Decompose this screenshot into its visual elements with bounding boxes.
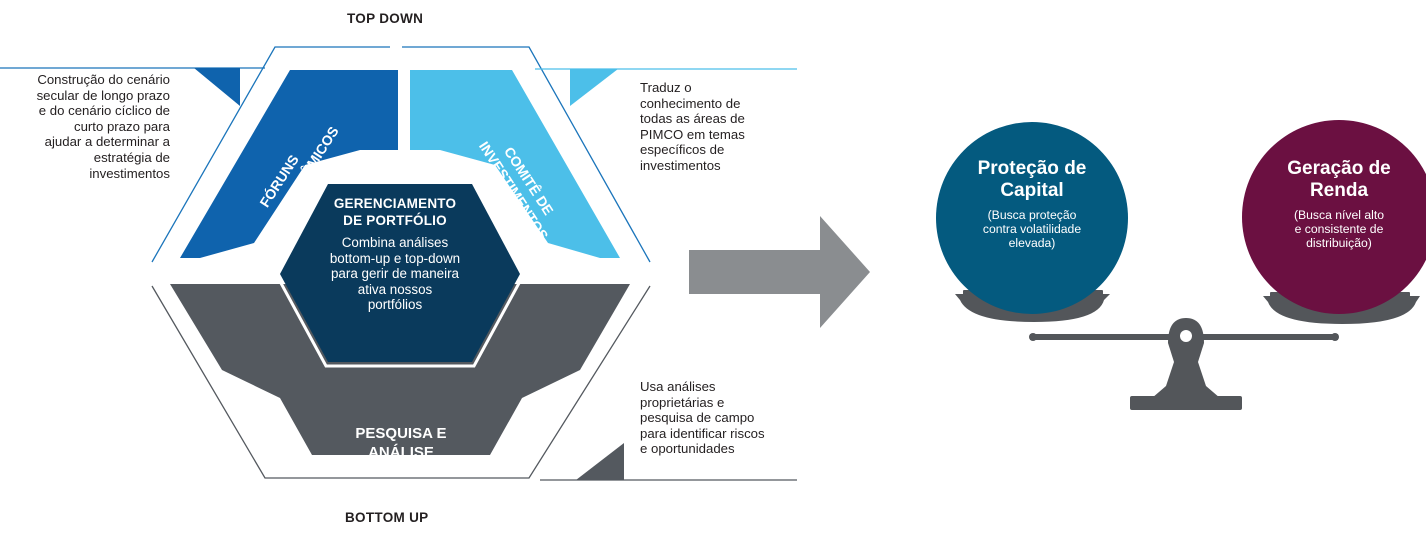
research-label-line2: ANÁLISE xyxy=(368,444,434,461)
income-generation-title: Geração de Renda xyxy=(1259,158,1419,202)
annotation-line: pesquisa de campo xyxy=(640,410,755,426)
capital-protection-text: Proteção de Capital (Busca proteção cont… xyxy=(952,158,1112,251)
annotation-line: ajudar a determinar a xyxy=(44,134,170,150)
center-hexagon-border xyxy=(274,178,526,368)
ball-sub-line: elevada) xyxy=(1008,236,1056,251)
annotation-line: Traduz o xyxy=(640,80,692,95)
hexagon-outline xyxy=(151,46,651,479)
left-bracket xyxy=(0,67,265,106)
annotation-line: conhecimento de xyxy=(640,95,741,111)
ball-title-line: Proteção de xyxy=(977,158,1087,179)
capital-protection-subtitle: (Busca proteção contra volatilidade elev… xyxy=(952,208,1112,251)
annotation-line: secular de longo prazo xyxy=(36,87,170,103)
center-content: GERENCIAMENTO DE PORTFÓLIO Combina análi… xyxy=(310,196,480,313)
center-title-line: DE PORTFÓLIO xyxy=(343,212,447,228)
top-down-label: TOP DOWN xyxy=(347,11,424,26)
research-label-line1: PESQUISA E xyxy=(355,425,446,442)
ball-sub-line: distribuição) xyxy=(1306,236,1372,251)
center-body-line: Combina análises xyxy=(341,235,449,250)
ball-sub-line: (Busca proteção xyxy=(987,208,1077,222)
macro-forums-segment xyxy=(180,70,398,258)
research-segment xyxy=(170,284,630,455)
research-notch xyxy=(384,380,416,398)
annotation-line: PIMCO em temas xyxy=(640,126,745,142)
annotation-line: investimentos xyxy=(89,165,170,181)
left-annotation: Construção do cenário secular de longo p… xyxy=(37,72,170,181)
center-body-line: para gerir de maneira xyxy=(330,266,460,282)
investment-committee-segment xyxy=(410,70,620,258)
income-generation-subtitle: (Busca nível alto e consistente de distr… xyxy=(1259,208,1419,251)
annotation-line: todas as áreas de xyxy=(640,111,745,127)
annotation-line: curto prazo para xyxy=(73,118,170,134)
scale-base xyxy=(1130,396,1242,410)
right-bottom-bracket xyxy=(540,443,797,481)
capital-protection-ball xyxy=(936,122,1128,314)
ball-sub-line: contra volatilidade xyxy=(982,222,1082,237)
right-arrow xyxy=(689,216,870,328)
income-generation-text: Geração de Renda (Busca nível alto e con… xyxy=(1259,158,1419,251)
right-bottom-annotation: Usa análises proprietárias e pesquisa de… xyxy=(640,379,765,457)
annotation-line: e oportunidades xyxy=(640,441,735,457)
annotation-line: Construção do cenário xyxy=(37,72,170,87)
capital-protection-title: Proteção de Capital xyxy=(952,158,1112,202)
ball-title-line: Capital xyxy=(1000,180,1064,201)
center-body: Combina análises bottom-up e top-down pa… xyxy=(310,235,480,313)
center-body-line: bottom-up e top-down xyxy=(329,250,461,266)
ball-title-line: Geração de xyxy=(1287,158,1391,179)
annotation-line: Usa análises xyxy=(640,379,716,394)
annotation-line: investimentos xyxy=(640,157,721,173)
right-top-bracket xyxy=(535,68,797,106)
center-body-line: portfólios xyxy=(367,297,423,313)
right-top-annotation: Traduz o conhecimento de todas as áreas … xyxy=(640,80,745,174)
ball-title-line: Renda xyxy=(1309,180,1369,201)
center-body-line: ativa nossos xyxy=(357,281,433,297)
annotation-line: específicos de xyxy=(640,142,725,158)
center-title-line: GERENCIAMENTO xyxy=(333,196,457,211)
portfolio-management-hexagon xyxy=(280,184,520,362)
income-generation-ball xyxy=(1242,120,1426,314)
annotation-line: estratégia de xyxy=(93,149,170,165)
center-title: GERENCIAMENTO DE PORTFÓLIO xyxy=(310,196,480,229)
ball-sub-line: (Busca nível alto xyxy=(1293,208,1385,222)
annotation-line: e do cenário cíclico de xyxy=(38,103,170,119)
ball-sub-line: e consistente de xyxy=(1294,222,1384,237)
annotation-line: proprietárias e xyxy=(640,394,725,410)
bottom-up-label: BOTTOM UP xyxy=(345,510,429,525)
annotation-line: para identificar riscos xyxy=(640,425,765,441)
